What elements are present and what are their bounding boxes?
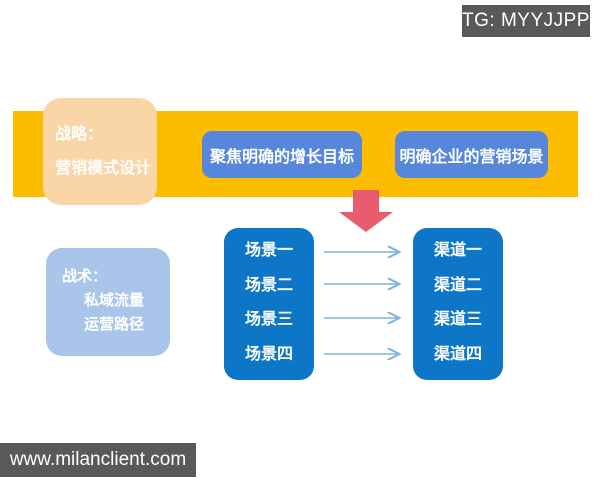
scenario-item: 场景四 — [244, 345, 293, 363]
strategy-label-box: 战略： 营销模式设计 — [43, 98, 157, 205]
tactics-label-box: 战术： 私域流量 运营路径 — [46, 248, 170, 356]
down-arrow-icon — [339, 190, 393, 232]
tg-badge: TG: MYYJJPP — [462, 5, 590, 37]
website-badge-label: www.milanclient.com — [9, 449, 187, 470]
goal-box-label: 聚焦明确的增长目标 — [209, 148, 354, 166]
strategy-label-line2: 营销模式设计 — [55, 160, 152, 177]
strategy-label-line1: 战略： — [55, 126, 104, 143]
channel-item: 渠道二 — [433, 276, 482, 294]
goal-box-growth-target: 聚焦明确的增长目标 — [202, 131, 362, 178]
website-badge: www.milanclient.com — [0, 443, 196, 477]
scenario-item: 场景二 — [244, 276, 293, 294]
tactics-label-line3: 运营路径 — [84, 316, 145, 333]
tactics-label-line2: 私域流量 — [84, 292, 145, 309]
down-arrow-shaft — [353, 190, 379, 212]
channel-item: 渠道一 — [433, 242, 482, 259]
goal-box-label: 明确企业的营销场景 — [399, 148, 544, 166]
scenario-list-box: 场景一 场景二 场景三 场景四 — [224, 228, 314, 380]
goal-box-marketing-scene: 明确企业的营销场景 — [395, 131, 548, 178]
channel-list-box: 渠道一 渠道二 渠道三 渠道四 — [413, 228, 503, 380]
scenario-item: 场景一 — [244, 242, 293, 259]
down-arrow-head — [339, 212, 393, 232]
channel-item: 渠道四 — [433, 345, 482, 363]
tg-badge-label: TG: MYYJJPP — [462, 10, 590, 31]
tactics-label-line1: 战术： — [62, 268, 108, 285]
flow-arrows — [324, 244, 410, 360]
scenario-item: 场景三 — [244, 311, 293, 329]
channel-item: 渠道三 — [433, 311, 482, 329]
